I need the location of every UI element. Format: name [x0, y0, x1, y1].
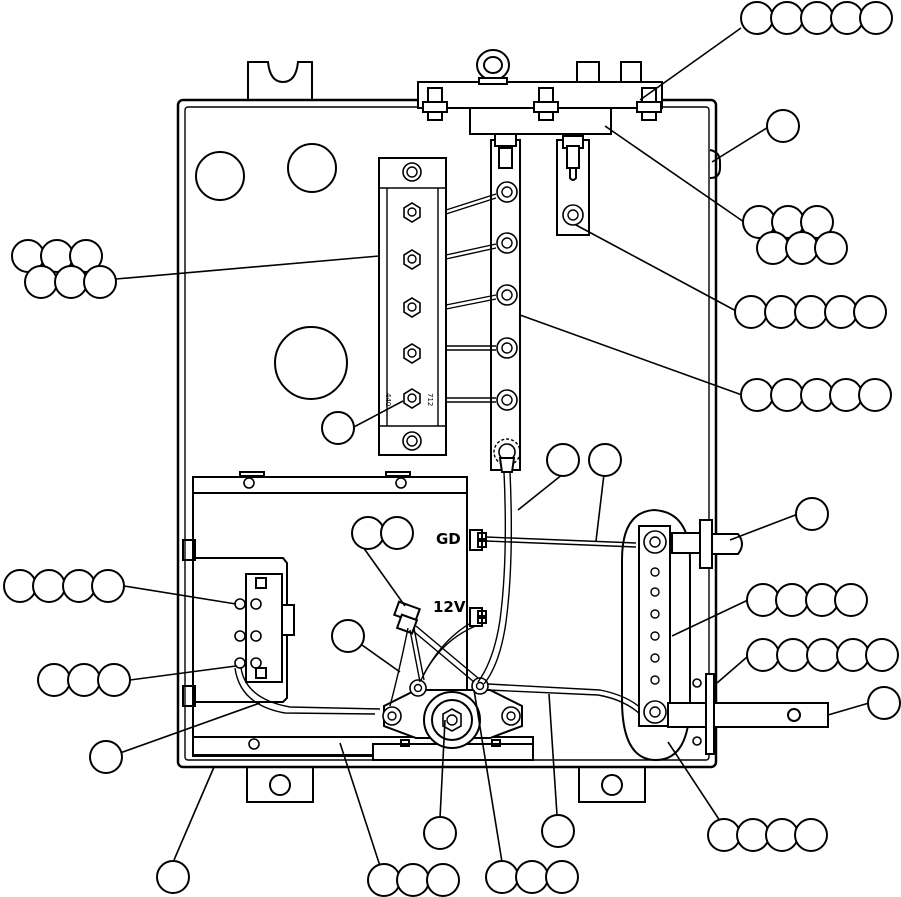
connector-plug [392, 600, 422, 635]
callout-group-ground-bottom [707, 818, 828, 852]
callout-wire-1 [546, 443, 580, 477]
fuse-bracket [556, 135, 590, 236]
callout-group-relay-bottom [37, 663, 131, 697]
callout-bracket [867, 686, 901, 720]
relay-block [194, 557, 295, 703]
callout-group-plug [351, 516, 414, 550]
terminal-strip: 712 440 [378, 157, 447, 456]
callout-group-solenoid [485, 860, 579, 894]
knockout-hole-2 [287, 143, 337, 193]
callout-group-fuse [734, 295, 887, 329]
callout-cable [795, 497, 829, 531]
callout-wire-2 [588, 443, 622, 477]
callout-solenoid-wire [331, 619, 365, 653]
gd-label: GD [436, 530, 461, 548]
top-connector [417, 49, 663, 135]
leader-lines [115, 27, 870, 867]
knockout-hole-1 [195, 151, 245, 201]
mounting-bracket-right [667, 673, 829, 755]
callout-solenoid-cable [541, 814, 575, 848]
bus-bar [490, 133, 521, 473]
callout-solenoid-nut [423, 816, 457, 850]
strip-label-440: 440 [384, 393, 392, 406]
callout-group-panel [367, 863, 460, 897]
callout-group-relay-top [3, 569, 125, 603]
callout-group-top-right [740, 1, 893, 35]
callout-group-busbar [740, 378, 892, 412]
top-mounting-tab [247, 61, 313, 101]
callout-group-strip [11, 239, 117, 299]
callout-group-connector [742, 205, 848, 265]
callout-group-bracket-bolt [746, 638, 899, 672]
strip-label-712: 712 [426, 393, 434, 406]
12v-label: 12V [433, 598, 466, 616]
callout-strip-stud [321, 411, 355, 445]
callout-panel-wire [89, 740, 123, 774]
callout-group-ground-strap [746, 583, 868, 617]
strip-wires [445, 193, 497, 403]
callout-enclosure-bottom [156, 860, 190, 894]
12v-terminal [469, 607, 487, 627]
bottom-mounting-tab-right [578, 763, 646, 803]
solenoid [372, 677, 534, 761]
bottom-mounting-tab-left [246, 763, 314, 803]
knockout-hole-3 [274, 326, 348, 400]
gd-terminal [469, 529, 487, 551]
callout-enclosure-side [766, 109, 800, 143]
